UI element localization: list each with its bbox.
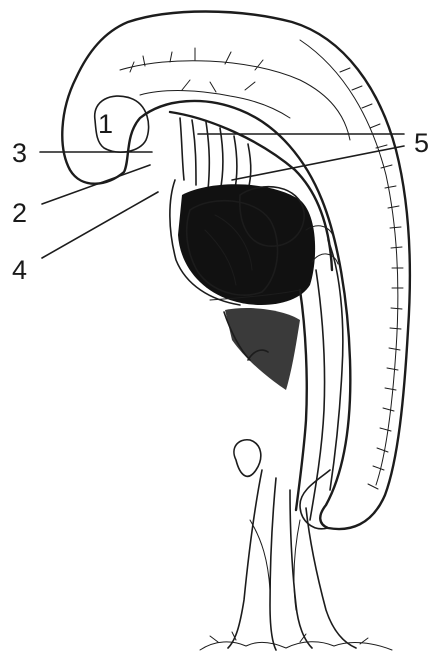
allantois: [234, 440, 261, 477]
label-1: 1: [98, 109, 113, 139]
tail-fold: [300, 470, 330, 529]
label-3: 3: [12, 138, 27, 168]
leader-line-2: [42, 165, 150, 204]
leader-line-5b: [232, 146, 404, 180]
head-region: [95, 48, 350, 152]
leader-line-4: [42, 192, 158, 258]
label-2: 2: [12, 198, 27, 228]
liver-shadow: [225, 308, 300, 390]
heart: [178, 184, 315, 305]
head-vessels: [130, 48, 290, 118]
label-4: 4: [12, 255, 27, 285]
label-5: 5: [414, 128, 429, 158]
head-inner-line: [120, 61, 350, 140]
pericardial-cavity: [178, 184, 315, 305]
connecting-stalk: [200, 470, 392, 650]
